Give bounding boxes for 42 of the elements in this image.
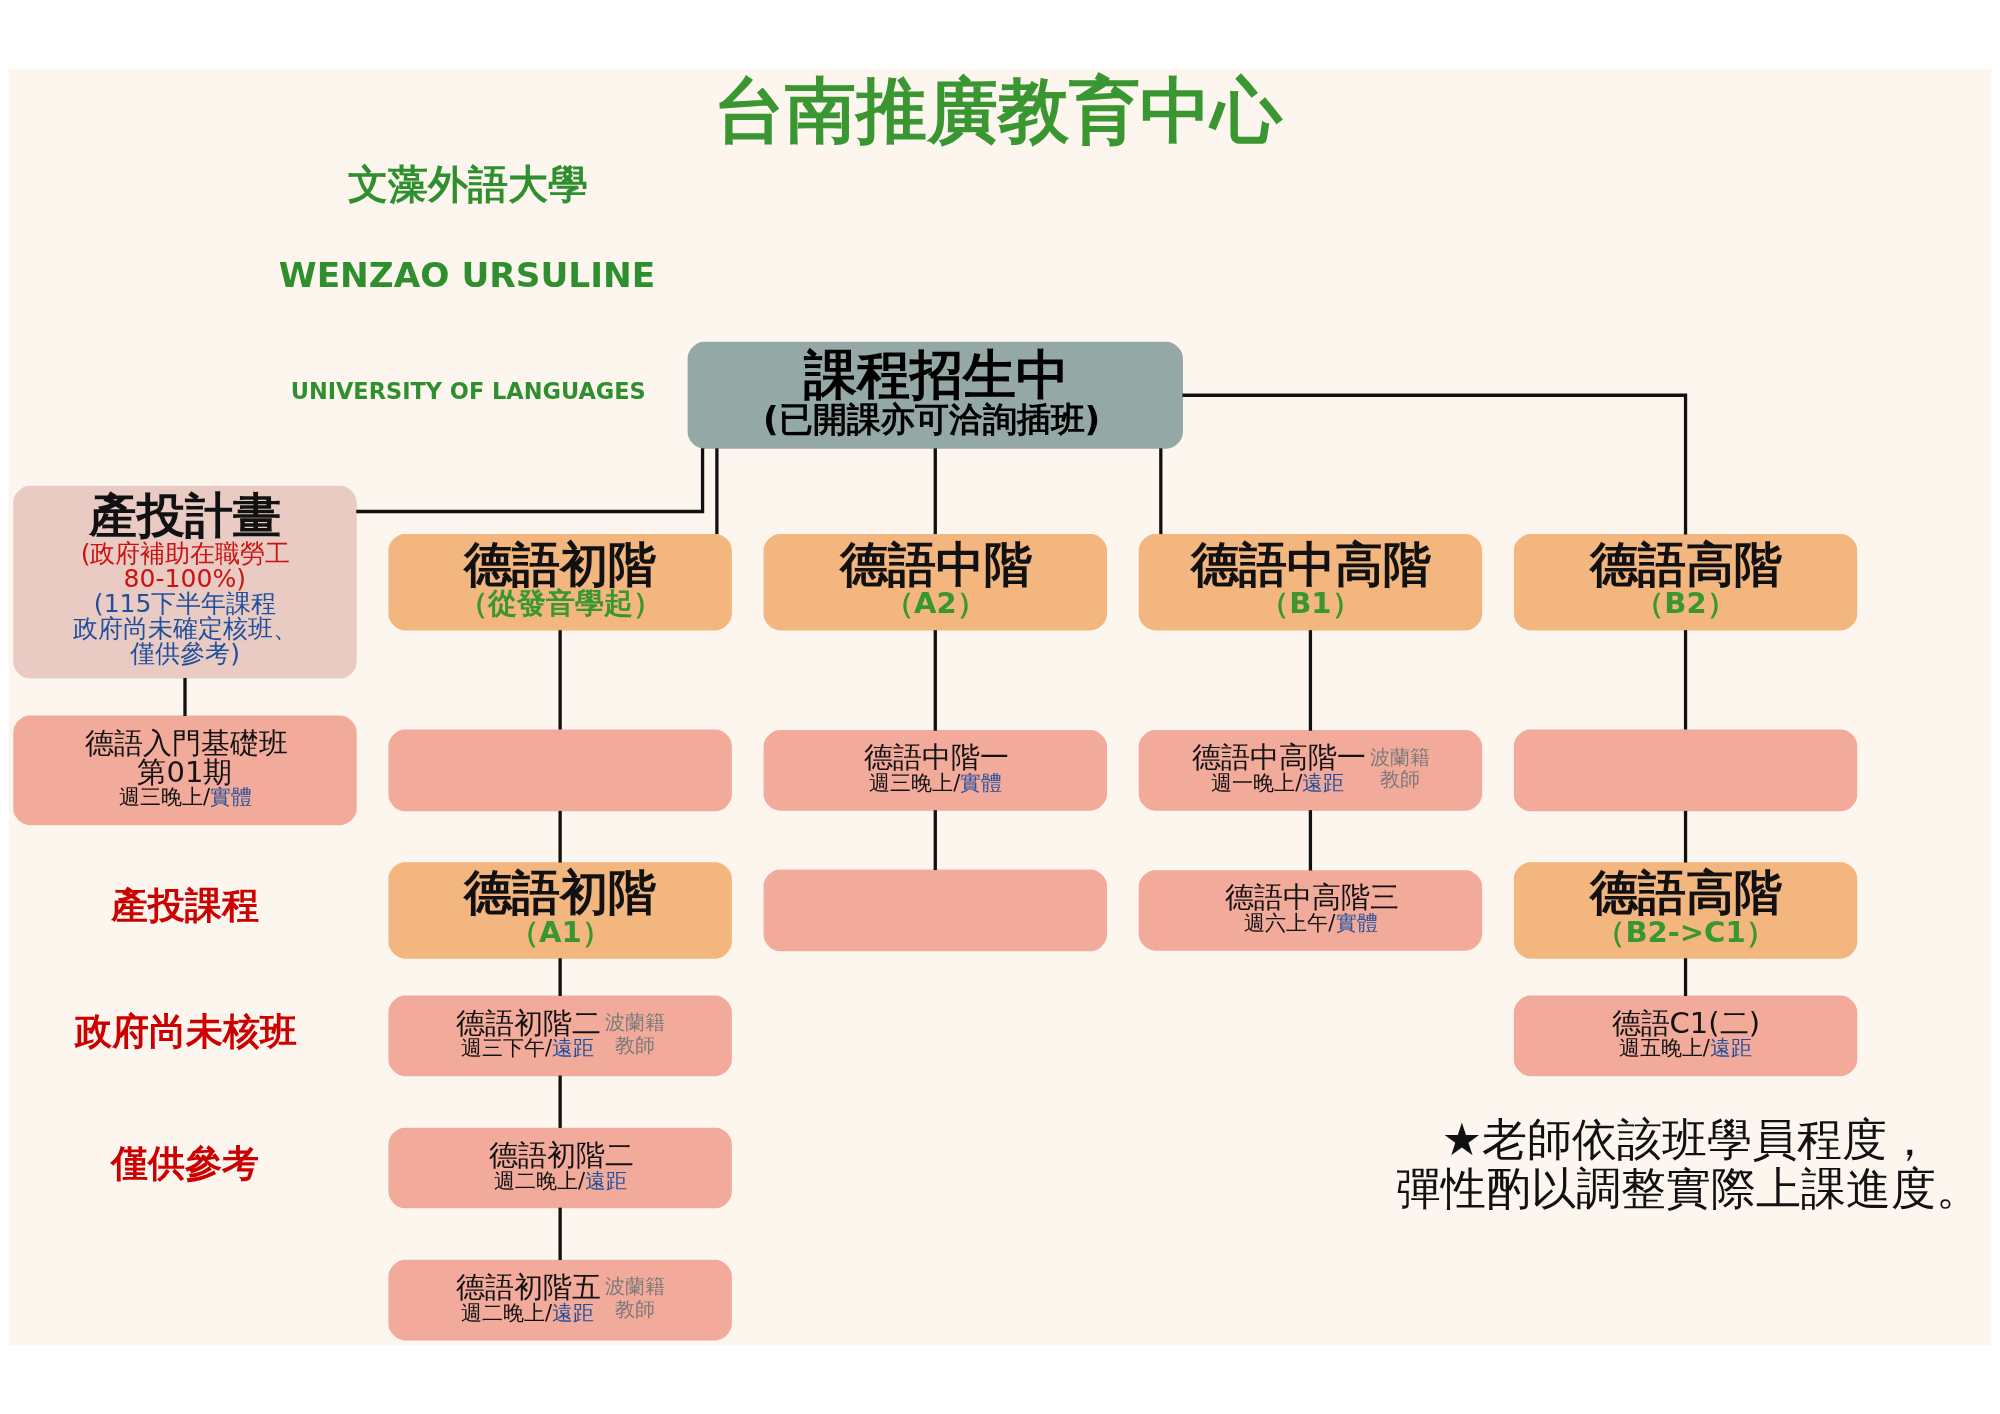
label: 僅供參考 [111,1141,260,1185]
node-box: 德語入門基礎班第01期 週三晚上/實體 [13,715,357,826]
connector [356,448,705,514]
node-box: 德語C1(二) 週五晚上/遠距 [1513,995,1858,1077]
node-box: 德語中高階三 週六上午/實體 [1138,870,1483,951]
connector [715,448,719,535]
connector [1683,810,1688,863]
node-box: 課程招生中 (已開課亦可洽詢插班) [687,341,1183,449]
diagram-title: 台南推廣教育中心 [714,69,1283,153]
node-box: 德語高階 （B2） [1513,533,1858,631]
connector [1683,630,1688,730]
node-box: 德語中階一 週三晚上/實體 [763,730,1107,811]
connector [933,810,937,871]
connector [558,630,562,730]
node-box: 德語初階 （從發音學起） [388,533,732,631]
connector [558,958,562,996]
node-box: 德語初階二 週二晚上/遠距 [388,1127,732,1209]
node-box [1513,729,1858,812]
connector [1683,958,1688,996]
connector [183,677,187,717]
node-box [763,869,1107,952]
node-box: 德語高階 （B2->C1） [1513,862,1858,959]
connector [933,630,937,731]
label: 文藻外語大學 [348,161,589,208]
connector [1308,810,1313,871]
node-box: 德語中高階 （B1） [1138,533,1483,631]
connector [933,448,937,535]
connector [1308,630,1313,731]
label: WENZAO URSULINE [278,254,656,295]
node-box: 德語中階 （A2） [763,533,1107,631]
connector [558,1207,562,1261]
connector [558,810,562,863]
node-box: 產投計畫 (政府補助在職勞工80-100%) (115下半年課程政府尚未確定核班、僅供參考) [13,485,357,679]
label: UNIVERSITY OF LANGUAGES [290,378,646,405]
label: 產投課程 [111,884,260,928]
connector [558,1075,562,1128]
connector [1159,448,1163,535]
node-box: 德語初階 （A1） [388,862,732,959]
label: 政府尚未核班 [74,1009,297,1053]
node-box [388,729,732,812]
connector [1182,393,1688,535]
label: ★老師依該班學員程度，彈性酌以調整實際上課進度。 [1395,1113,1981,1215]
